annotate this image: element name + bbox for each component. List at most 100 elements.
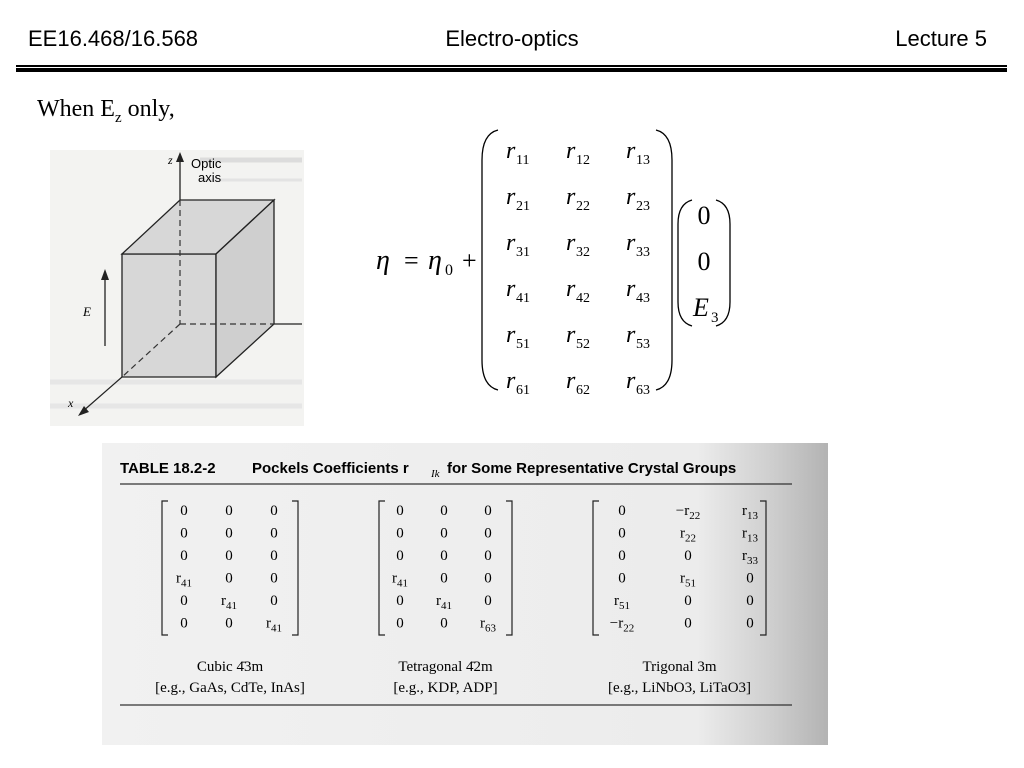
- table-matrix-cell: r13: [742, 503, 759, 522]
- eta-zero-base: η: [428, 245, 442, 276]
- table-matrix-cell: 0: [440, 548, 448, 564]
- r-matrix-entry-subscript: 51: [516, 337, 530, 352]
- optic-axis-label-line2: axis: [198, 170, 222, 185]
- vector-entry-2: 0: [698, 247, 711, 276]
- table-matrix-cell: r33: [742, 548, 759, 567]
- r-matrix-entry-base: r: [506, 368, 516, 394]
- table-paper: [102, 443, 828, 745]
- table-matrix-cell: 0: [225, 616, 233, 632]
- r-matrix-entry-base: r: [626, 322, 636, 348]
- table-matrix-cell: 0: [484, 571, 492, 587]
- intro-text: When Ez only,: [37, 94, 175, 133]
- table-matrix-right-bracket: [760, 500, 767, 636]
- vector-entry-1: 0: [698, 201, 711, 230]
- table-matrix-cell: 0: [684, 548, 692, 564]
- r-matrix-entry-subscript: 12: [576, 153, 590, 168]
- crystal-diagram: z Optic axis x E: [50, 150, 304, 426]
- table-matrix-cell: −r22: [610, 616, 634, 635]
- eta-zero-subscript: 0: [445, 262, 453, 279]
- table-matrix-caption-crystal: Cubic 4̄3m: [197, 659, 264, 675]
- table-matrix-cell: 0: [484, 526, 492, 542]
- r-matrix-entry-base: r: [506, 322, 516, 348]
- vector-entry-3-subscript: 3: [711, 310, 719, 326]
- r-matrix-entry-base: r: [626, 368, 636, 394]
- r-matrix-entry-base: r: [626, 276, 636, 302]
- vector-right-paren: [715, 199, 731, 327]
- table-label: TABLE 18.2-2: [120, 460, 216, 477]
- table-matrix-cell: 0: [746, 616, 754, 632]
- vector-entry-3-base: E: [692, 293, 709, 322]
- r-matrix-entry-subscript: 23: [636, 199, 650, 214]
- table-matrix-cell: 0: [440, 503, 448, 519]
- table-matrix-cell: 0: [618, 548, 626, 564]
- crystal-figure: z Optic axis x E: [50, 150, 304, 426]
- r-matrix-entry-subscript: 53: [636, 337, 650, 352]
- table-title-tail: for Some Representative Crystal Groups: [447, 460, 736, 477]
- table-matrix-caption-examples: [e.g., LiNbO3, LiTaO3]: [608, 680, 751, 696]
- table-matrix-cell: 0: [684, 616, 692, 632]
- r-matrix-entry-subscript: 42: [576, 291, 590, 306]
- table-matrix-cell: 0: [746, 571, 754, 587]
- table-matrix-cell: 0: [180, 503, 188, 519]
- matrix-left-paren: [481, 129, 499, 391]
- table-matrix-cell: 0: [225, 526, 233, 542]
- table-matrix-cell: 0: [180, 548, 188, 564]
- r-matrix-entry-base: r: [506, 138, 516, 164]
- table-matrix-cell: r41: [221, 593, 237, 612]
- z-axis-label: z: [167, 153, 173, 167]
- plus-sign: +: [462, 246, 477, 275]
- r-matrix-entry-subscript: 41: [516, 291, 530, 306]
- table-matrix-cell: 0: [270, 503, 278, 519]
- table-matrix-cell: r51: [614, 593, 630, 612]
- table-matrix-cell: r22: [680, 526, 696, 545]
- table-matrix-cell: r41: [266, 616, 282, 635]
- intro-suffix: only,: [121, 96, 175, 122]
- x-axis-line: [81, 376, 123, 413]
- table-matrix-cell: 0: [484, 593, 492, 609]
- r-matrix-entry-subscript: 31: [516, 245, 530, 260]
- r-matrix-entry-base: r: [566, 230, 576, 256]
- pockels-table-scan: TABLE 18.2-2 Pockels Coefficients r Ik f…: [102, 443, 828, 745]
- r-matrix-entry-base: r: [566, 322, 576, 348]
- table-matrix-cell: r41: [392, 571, 408, 590]
- table-matrix-left-bracket: [161, 500, 168, 636]
- table-matrix-cell: 0: [396, 616, 404, 632]
- r-matrix-entry-subscript: 63: [636, 383, 650, 396]
- header-rule-thick: [16, 68, 1007, 72]
- r-matrix-entry-base: r: [566, 368, 576, 394]
- table-matrix-cell: 0: [225, 503, 233, 519]
- course-code: EE16.468/16.568: [28, 26, 199, 51]
- intro-prefix: When E: [37, 96, 115, 122]
- table-matrix-cell: 0: [270, 593, 278, 609]
- table-matrix-cell: 0: [225, 548, 233, 564]
- optic-axis-label-line1: Optic: [191, 156, 222, 171]
- table-matrix-caption-examples: [e.g., KDP, ADP]: [393, 680, 497, 696]
- table-matrix-cell: 0: [270, 548, 278, 564]
- matrix-right-paren: [655, 129, 673, 391]
- r-matrix-entry-subscript: 33: [636, 245, 650, 260]
- table-matrix-cell: 0: [396, 526, 404, 542]
- table-matrix-cell: 0: [396, 503, 404, 519]
- table-matrix-cell: 0: [618, 503, 626, 519]
- r-matrix-entry-base: r: [506, 230, 516, 256]
- table-matrix-cell: 0: [180, 616, 188, 632]
- table-matrix-cell: r41: [176, 571, 192, 590]
- r-matrix-entry-base: r: [566, 138, 576, 164]
- slide-title: Electro-optics: [445, 26, 579, 51]
- x-axis-label: x: [67, 396, 74, 410]
- vector-left-paren: [677, 199, 693, 327]
- lecture-number: Lecture 5: [895, 26, 987, 51]
- table-title-text: Pockels Coefficients r: [252, 460, 409, 477]
- r-matrix-entry-subscript: 21: [516, 199, 530, 214]
- r-matrix-entry-subscript: 62: [576, 383, 590, 396]
- table-matrix-cell: r51: [680, 571, 696, 590]
- r-matrix-entry-subscript: 43: [636, 291, 650, 306]
- r-matrix-entry-subscript: 52: [576, 337, 590, 352]
- r-matrix-entry-subscript: 13: [636, 153, 650, 168]
- table-matrix-right-bracket: [506, 500, 513, 636]
- table-matrix-cell: 0: [180, 526, 188, 542]
- table-matrix-caption-examples: [e.g., GaAs, CdTe, InAs]: [155, 680, 305, 696]
- r-matrix-entry-base: r: [506, 184, 516, 210]
